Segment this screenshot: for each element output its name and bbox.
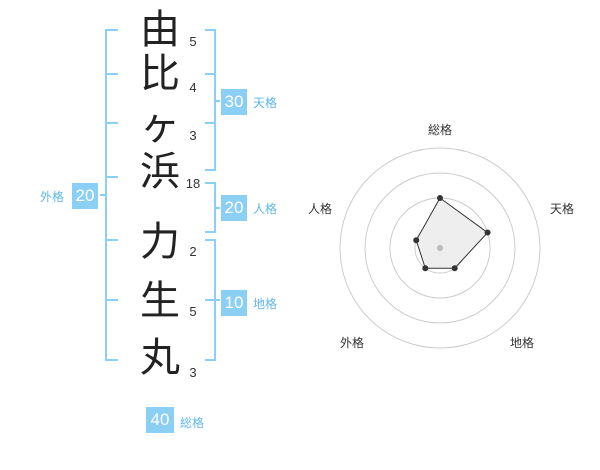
- tenkaku-label: 天格: [253, 96, 278, 110]
- gaikaku-bracket: [100, 29, 118, 361]
- name-char-5: 力: [140, 219, 180, 265]
- radar-point-1: [437, 195, 443, 201]
- stroke-count-6: 5: [189, 304, 197, 319]
- stroke-count-7: 3: [189, 365, 197, 380]
- chikaku-label: 地格: [253, 297, 278, 311]
- name-char-4: 浜: [140, 149, 180, 195]
- jinkaku-label: 人格: [253, 202, 278, 216]
- radar-grid-ring: [364, 172, 516, 324]
- tenkaku-value: 30: [221, 89, 247, 115]
- radar-value-polygon: [415, 197, 489, 269]
- radar-axis-label-gaikaku: 外格: [340, 336, 365, 350]
- gaikaku-value: 20: [72, 183, 98, 209]
- radar-axis-label-jinkaku: 人格: [308, 202, 333, 216]
- radar-axis-label-tenkaku: 天格: [550, 202, 575, 216]
- gaikaku-label: 外格: [40, 190, 65, 204]
- stroke-count-1: 5: [189, 34, 197, 49]
- radar-center-dot: [437, 245, 443, 251]
- name-char-3: ヶ: [140, 103, 180, 149]
- stroke-count-2: 4: [189, 80, 197, 95]
- radar-point-2: [484, 229, 491, 236]
- name-char-7: 丸: [140, 335, 180, 381]
- radar-point-3: [451, 265, 458, 272]
- soukaku-value: 40: [146, 407, 174, 433]
- name-char-6: 生: [140, 278, 180, 324]
- soukaku-label: 総格: [180, 416, 205, 430]
- name-char-1: 由: [140, 7, 180, 53]
- jinkaku-value: 20: [221, 195, 247, 221]
- radar-axis-label-chikaku: 地格: [510, 336, 535, 350]
- stroke-count-4: 18: [185, 176, 201, 191]
- radar-grid-ring: [339, 147, 541, 349]
- tenkaku-bracket: [205, 29, 220, 171]
- name-char-2: 比: [140, 51, 180, 97]
- stroke-count-3: 3: [189, 128, 197, 143]
- jinkaku-bracket: [205, 182, 220, 233]
- radar-point-4: [422, 265, 429, 272]
- radar-point-5: [413, 237, 420, 244]
- chikaku-value: 10: [221, 290, 247, 316]
- radar-axis-label-soukaku: 総格: [428, 123, 453, 137]
- stroke-count-5: 2: [189, 244, 197, 259]
